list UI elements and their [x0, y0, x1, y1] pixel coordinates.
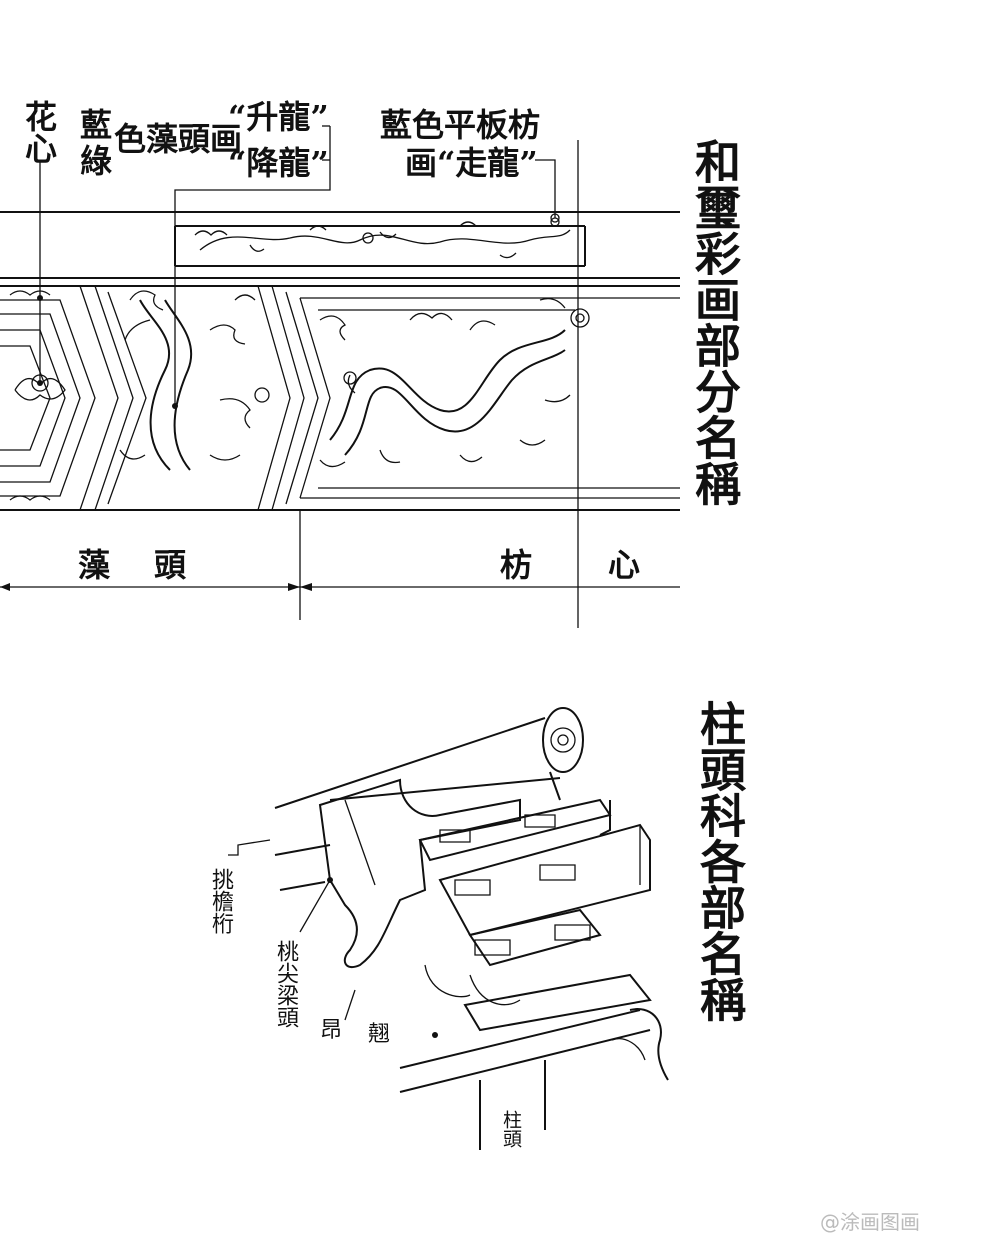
- bottom-title: 柱頭科各部名稱: [693, 700, 747, 1022]
- label-zaotou-painting: 色藻頭画: [114, 120, 243, 158]
- label-lan: 藍: [80, 106, 113, 144]
- label-jianglong: “降龍”: [228, 144, 329, 182]
- label-lv: 綠: [80, 142, 113, 180]
- label-fangxin-2: 心: [608, 546, 641, 584]
- top-title: 和璽彩画部分名稱: [688, 138, 742, 506]
- label-qiao: 翹: [368, 1022, 391, 1047]
- label-taojianliangtou: 桃尖梁頭: [273, 940, 298, 1028]
- label-pingbanfang-2: 画“走龍”: [405, 144, 538, 182]
- label-shenglong: “升龍”: [228, 98, 329, 136]
- dragon-walking: [319, 297, 590, 468]
- zaotou-frames: [0, 285, 331, 511]
- label-zhutou: 柱頭: [500, 1110, 522, 1148]
- dragons-pingbanfang: [194, 217, 571, 259]
- label-zaotou: 藻 頭: [78, 546, 193, 584]
- label-huaxin: 花心: [20, 100, 58, 164]
- dimension-lines: [0, 510, 680, 620]
- leader-lines-top: [37, 125, 579, 628]
- label-fangxin-1: 枋: [500, 546, 533, 584]
- label-pingbanfang-1: 藍色平板枋: [380, 106, 541, 144]
- beam-outline: [0, 211, 680, 511]
- label-tiaoyanheng: 挑檐桁: [208, 868, 233, 934]
- flower-motifs: [9, 290, 66, 501]
- dragon-ascending: [119, 290, 270, 471]
- label-ang: 昂: [320, 1018, 343, 1043]
- bracket-set: [228, 707, 669, 1150]
- watermark: @涂画图画: [820, 1210, 920, 1234]
